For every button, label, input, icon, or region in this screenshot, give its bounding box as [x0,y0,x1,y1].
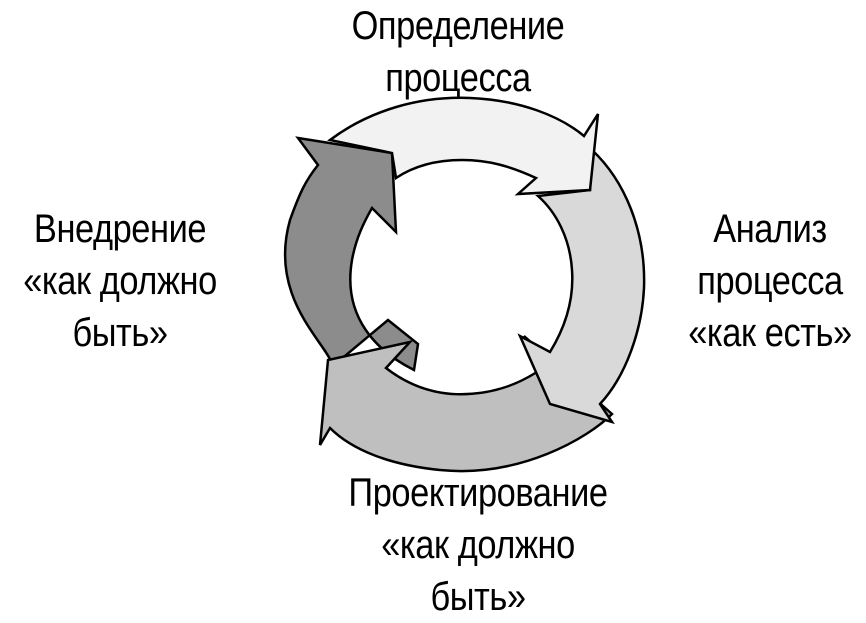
arrow-analysis-shape [517,147,646,425]
stage-label-line: «как есть» [688,311,852,355]
stage-label-implementation: Внедрение «как должно быть» [0,203,249,359]
stage-label-line: быть» [430,575,526,619]
stage-label-line: процесса [697,259,843,303]
arrow-implementation-shape [283,136,420,372]
stage-label-analysis: Анализ процесса «как есть» [641,203,866,359]
stage-label-line: Определение [351,4,565,48]
stage-label-line: «как должно [381,523,575,567]
stage-label-line: Проектирование [348,471,608,515]
arrow-definition-shape [327,96,600,196]
stage-label-line: Внедрение [33,207,207,251]
stage-label-definition: Определение процесса [286,0,630,104]
arrow-design-shape [318,335,614,473]
stage-label-line: быть» [72,311,168,355]
stage-label-line: процесса [385,56,531,100]
stage-label-line: «как должно [23,259,217,303]
stage-label-design: Проектирование «как должно быть» [254,467,701,623]
stage-label-line: Анализ [713,207,827,251]
